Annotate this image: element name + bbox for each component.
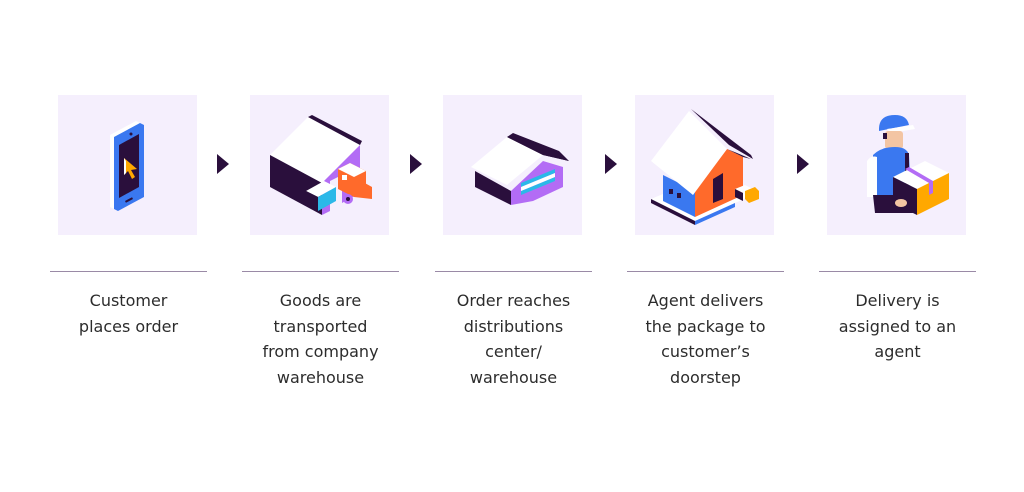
step-2-line-2: transported <box>273 316 368 336</box>
house-delivery-icon <box>651 109 759 225</box>
step-3-tile <box>443 95 582 235</box>
step-4-tile <box>635 95 774 235</box>
step-5-line-3: agent <box>874 342 921 361</box>
smartphone-cursor-icon <box>110 121 144 211</box>
step-2-line-3: from company <box>262 342 379 361</box>
step-1-line-1: Customer <box>89 291 168 310</box>
step-4-line-3: customer’s <box>661 342 750 361</box>
step-4-label: Agent delivers the package to customer’s… <box>627 288 784 390</box>
arrow-right-icon <box>797 154 809 174</box>
step-2-line-4: warehouse <box>276 367 365 387</box>
step-1-tile <box>58 95 197 235</box>
step-2-divider <box>242 271 399 272</box>
step-3-line-3: center/ <box>485 342 542 361</box>
step-1-line-2: places order <box>78 316 179 336</box>
step-2-line-1: Goods are <box>279 291 362 310</box>
step-3-label: Order reaches distributions center/ ware… <box>435 288 592 390</box>
step-4-line-4: doorstep <box>670 367 741 387</box>
warehouse-truck-icon <box>270 115 372 215</box>
step-5-line-1: Delivery is <box>855 291 940 310</box>
step-5-divider <box>819 271 976 272</box>
step-3-divider <box>435 271 592 272</box>
step-4-line-2: the package to <box>645 316 766 336</box>
step-2-tile <box>250 95 389 235</box>
arrow-right-icon <box>605 154 617 174</box>
arrow-right-icon <box>217 154 229 174</box>
step-1-label: Customer places order <box>50 288 207 339</box>
step-3-line-4: warehouse <box>469 367 558 387</box>
distribution-center-icon <box>471 133 569 205</box>
step-4-divider <box>627 271 784 272</box>
step-5-tile <box>827 95 966 235</box>
step-3-line-1: Order reaches <box>456 291 571 310</box>
step-5-line-2: assigned to an <box>838 316 957 336</box>
step-5-label: Delivery is assigned to an agent <box>819 288 976 365</box>
step-4-line-1: Agent delivers <box>647 291 764 310</box>
step-2-label: Goods are transported from company wareh… <box>242 288 399 390</box>
arrow-right-icon <box>410 154 422 174</box>
step-3-line-2: distributions <box>463 316 564 336</box>
step-1-divider <box>50 271 207 272</box>
delivery-agent-icon <box>867 115 949 215</box>
